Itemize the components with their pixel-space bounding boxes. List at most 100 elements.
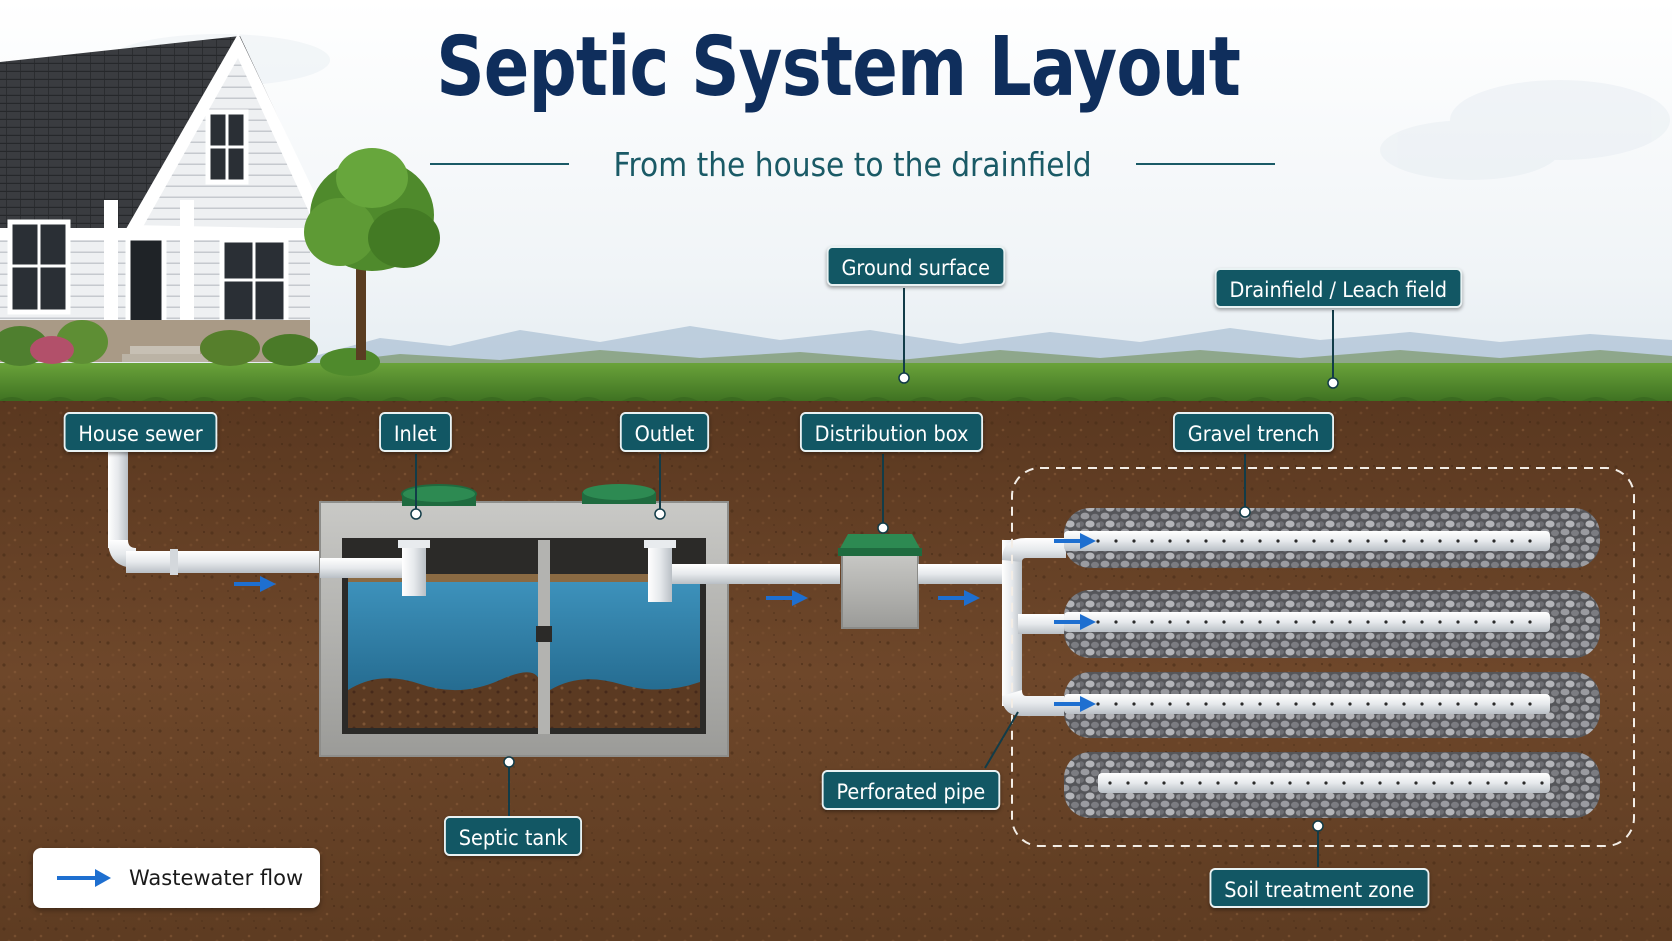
leader-lines — [415, 288, 1334, 867]
perforation-hole — [1324, 781, 1328, 785]
perforation-hole — [1132, 620, 1136, 624]
perforation-hole — [1438, 620, 1442, 624]
label-ground-surface: Ground surface — [826, 246, 1005, 286]
flow-arrow-icon — [766, 590, 808, 606]
perforation-hole — [1492, 620, 1496, 624]
perforation-hole — [1258, 620, 1262, 624]
perforation-hole — [1150, 702, 1154, 706]
perforation-hole — [1180, 781, 1184, 785]
flow-arrow-icon — [57, 869, 111, 887]
perforation-hole — [1168, 702, 1172, 706]
perforation-hole — [1342, 781, 1346, 785]
perforation-hole — [1474, 702, 1478, 706]
perforation-hole — [1258, 539, 1262, 543]
effluent-pipe — [728, 564, 840, 584]
perforation-hole — [1114, 620, 1118, 624]
flow-arrow-icon — [938, 590, 980, 606]
perforation-hole — [1162, 781, 1166, 785]
perforation-hole — [1366, 702, 1370, 706]
perforation-hole — [1114, 702, 1118, 706]
perforation-hole — [1420, 620, 1424, 624]
flow-arrow-icon — [1054, 696, 1096, 712]
perforation-hole — [1414, 781, 1418, 785]
perforation-hole — [1450, 781, 1454, 785]
subtitle-row: From the house to the drainfield — [430, 142, 1276, 186]
perforation-hole — [1510, 620, 1514, 624]
perforation-hole — [1240, 702, 1244, 706]
perforation-hole — [1366, 620, 1370, 624]
perforation-hole — [1276, 702, 1280, 706]
perforation-hole — [1402, 620, 1406, 624]
perforation-hole — [1540, 781, 1544, 785]
perforation-hole — [1384, 702, 1388, 706]
perforation-hole — [1222, 620, 1226, 624]
perforation-hole — [1348, 620, 1352, 624]
perforation-hole — [1348, 539, 1352, 543]
perforation-hole — [1402, 539, 1406, 543]
septic-tank — [319, 484, 729, 757]
perforation-hole — [1312, 702, 1316, 706]
perforation-hole — [1258, 702, 1262, 706]
perforation-hole — [1492, 702, 1496, 706]
perforation-hole — [1330, 539, 1334, 543]
label-septic-tank: Septic tank — [444, 816, 583, 856]
perforation-hole — [1384, 620, 1388, 624]
perforation-hole — [1402, 702, 1406, 706]
perforation-hole — [1330, 702, 1334, 706]
label-gravel-trench: Gravel trench — [1173, 412, 1335, 452]
page-title: Septic System Layout — [436, 20, 1241, 115]
label-distribution-box: Distribution box — [799, 412, 984, 452]
distribution-box — [838, 534, 922, 629]
perforation-hole — [1294, 620, 1298, 624]
perforation-hole — [1186, 539, 1190, 543]
page-subtitle: From the house to the drainfield — [613, 144, 1092, 184]
drainfield-boundary — [1011, 467, 1635, 847]
perforation-hole — [1438, 702, 1442, 706]
label-inlet: Inlet — [379, 412, 452, 452]
perforation-hole — [1420, 539, 1424, 543]
perforation-hole — [1198, 781, 1202, 785]
perforation-hole — [1348, 702, 1352, 706]
perforation-hole — [1132, 539, 1136, 543]
perforation-hole — [1204, 539, 1208, 543]
perforation-hole — [1108, 781, 1112, 785]
perforation-hole — [1240, 620, 1244, 624]
perforation-hole — [1288, 781, 1292, 785]
perforation-hole — [1096, 620, 1100, 624]
subtitle-rule-right — [1136, 163, 1276, 165]
perforated-pipes — [1064, 531, 1550, 793]
perforation-hole — [1504, 781, 1508, 785]
perforation-hole — [1276, 620, 1280, 624]
perforation-hole — [1378, 781, 1382, 785]
legend-label: Wastewater flow — [129, 866, 304, 890]
perforation-hole — [1420, 702, 1424, 706]
perforation-hole — [1306, 781, 1310, 785]
perforation-hole — [1150, 620, 1154, 624]
perforation-hole — [1216, 781, 1220, 785]
perforation-hole — [1252, 781, 1256, 785]
perforation-hole — [1234, 781, 1238, 785]
perforation-hole — [1168, 539, 1172, 543]
perforation-hole — [1204, 620, 1208, 624]
pipe-perforations — [1078, 539, 1544, 785]
flow-arrow-icon — [1054, 614, 1096, 630]
perforation-hole — [1330, 620, 1334, 624]
perforation-hole — [1270, 781, 1274, 785]
perforation-hole — [1204, 702, 1208, 706]
perforation-hole — [1528, 620, 1532, 624]
leader-dots — [410, 372, 1339, 832]
perforation-hole — [1522, 781, 1526, 785]
flow-arrow-icon — [1054, 533, 1096, 549]
perforation-hole — [1486, 781, 1490, 785]
perforation-hole — [1384, 539, 1388, 543]
perforation-hole — [1438, 539, 1442, 543]
label-drainfield: Drainfield / Leach field — [1214, 268, 1462, 308]
perforation-hole — [1222, 702, 1226, 706]
perforation-hole — [1114, 539, 1118, 543]
label-soil-treatment-zone: Soil treatment zone — [1209, 868, 1430, 908]
perforation-hole — [1456, 539, 1460, 543]
perforation-hole — [1186, 702, 1190, 706]
perforation-hole — [1294, 539, 1298, 543]
perforation-hole — [1396, 781, 1400, 785]
